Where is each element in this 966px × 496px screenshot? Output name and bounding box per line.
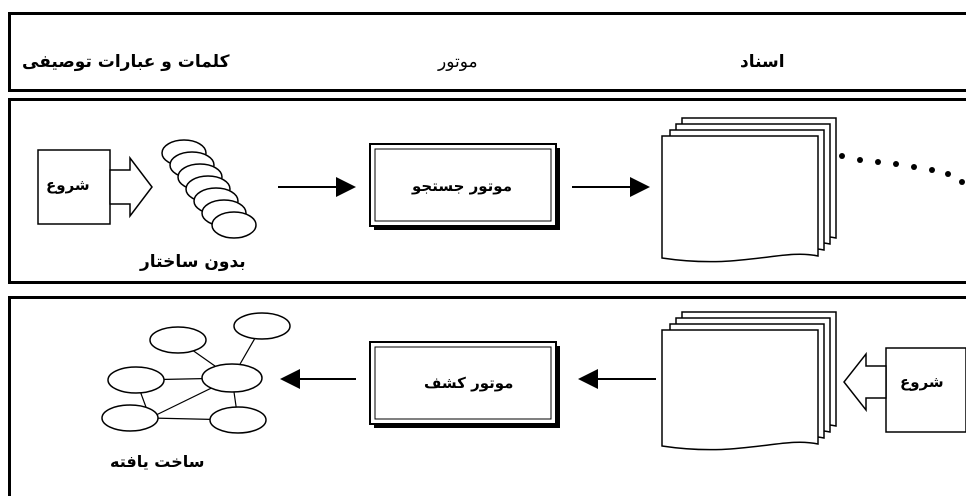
header-panel bbox=[8, 12, 966, 92]
search-engine-box bbox=[369, 143, 560, 230]
dotted-trail bbox=[839, 153, 965, 185]
search-engine-label: موتور جستجو bbox=[412, 177, 512, 195]
unstructured-label: بدون ساختار bbox=[140, 252, 246, 272]
structured-label: ساخت یافته bbox=[110, 452, 205, 471]
discovery-start-box bbox=[843, 347, 966, 433]
unstructured-data-icon bbox=[161, 139, 257, 239]
header-engine: موتور bbox=[438, 52, 478, 72]
documents-stack-icon-2 bbox=[661, 311, 837, 451]
discovery-start-label: شروع bbox=[900, 373, 944, 391]
header-documents: اسناد bbox=[740, 52, 785, 72]
search-start-label: شروع bbox=[46, 176, 90, 194]
discovery-engine-label: موتور کشف bbox=[424, 374, 514, 392]
structured-graph-icon bbox=[101, 312, 291, 434]
search-start-box bbox=[37, 149, 153, 225]
discovery-engine-box bbox=[369, 341, 560, 428]
documents-stack-icon bbox=[661, 117, 837, 263]
header-descriptions: کلمات و عبارات توصیفی bbox=[22, 52, 230, 72]
